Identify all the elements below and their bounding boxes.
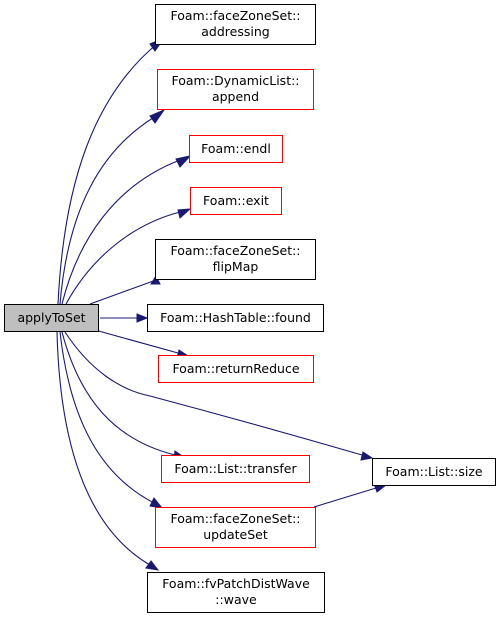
node-addressing-line-1: Foam::faceZoneSet:: <box>170 8 300 23</box>
node-transfer-label: Foam::List::transfer <box>174 461 297 476</box>
node-addressing-box <box>155 4 316 45</box>
node-wave-line-1: Foam::fvPatchDistWave <box>162 576 310 591</box>
node-exit[interactable]: Foam::exit <box>190 187 282 215</box>
node-append-line-2: append <box>212 89 259 104</box>
edge-applytoset-wave <box>56 331 160 571</box>
node-exit-box <box>190 187 282 215</box>
node-found-label: Foam::HashTable::found <box>160 310 311 325</box>
node-returnreduce[interactable]: Foam::returnReduce <box>158 355 314 383</box>
node-append[interactable]: Foam::DynamicList:: append <box>157 69 314 110</box>
node-applytoset[interactable]: applyToSet <box>4 304 99 332</box>
node-flipmap-line-2: flipMap <box>213 259 259 274</box>
node-found[interactable]: Foam::HashTable::found <box>147 304 324 332</box>
edge-applytoset-exit <box>65 208 192 305</box>
edge-applytoset-found <box>100 313 149 323</box>
node-returnreduce-label: Foam::returnReduce <box>172 361 299 376</box>
node-wave-box <box>147 572 325 613</box>
node-exit-label: Foam::exit <box>203 193 269 208</box>
node-size-label: Foam::List::size <box>385 464 482 479</box>
node-endl-box <box>189 135 283 163</box>
node-addressing-line-2: addressing <box>201 24 269 39</box>
node-updateset-box <box>155 507 316 548</box>
node-found-box <box>147 304 324 332</box>
node-size-box <box>372 458 496 486</box>
node-transfer[interactable]: Foam::List::transfer <box>161 455 310 483</box>
node-wave[interactable]: Foam::fvPatchDistWave ::wave <box>147 572 325 613</box>
node-size[interactable]: Foam::List::size <box>372 458 496 486</box>
edge-applytoset-endl <box>61 155 192 305</box>
edge-updateset-size <box>313 483 388 508</box>
node-append-box <box>157 69 314 110</box>
node-append-line-1: Foam::DynamicList:: <box>171 73 299 88</box>
node-flipmap-box <box>155 239 316 280</box>
node-applytoset-label: applyToSet <box>17 310 85 325</box>
node-updateset-line-2: updateSet <box>203 527 268 542</box>
node-updateset[interactable]: Foam::faceZoneSet:: updateSet <box>155 507 316 548</box>
edge-applytoset-returnreduce <box>94 329 190 359</box>
edge-applytoset-append <box>59 108 166 305</box>
node-applytoset-box <box>4 304 99 332</box>
edge-applytoset-transfer <box>61 331 187 461</box>
edge-applytoset-flipmap <box>89 274 161 305</box>
node-updateset-line-1: Foam::faceZoneSet:: <box>170 511 300 526</box>
node-addressing[interactable]: Foam::faceZoneSet:: addressing <box>155 4 316 45</box>
edge-applytoset-updateset <box>59 331 164 509</box>
node-flipmap-line-1: Foam::faceZoneSet:: <box>170 243 300 258</box>
node-endl[interactable]: Foam::endl <box>189 135 283 163</box>
node-returnreduce-box <box>158 355 314 383</box>
node-transfer-box <box>161 455 310 483</box>
edge-applytoset-size <box>64 331 374 461</box>
edge-applytoset-addressing <box>57 36 166 305</box>
node-endl-label: Foam::endl <box>201 141 271 156</box>
node-wave-line-2: ::wave <box>215 592 257 607</box>
node-flipmap[interactable]: Foam::faceZoneSet:: flipMap <box>155 239 316 280</box>
